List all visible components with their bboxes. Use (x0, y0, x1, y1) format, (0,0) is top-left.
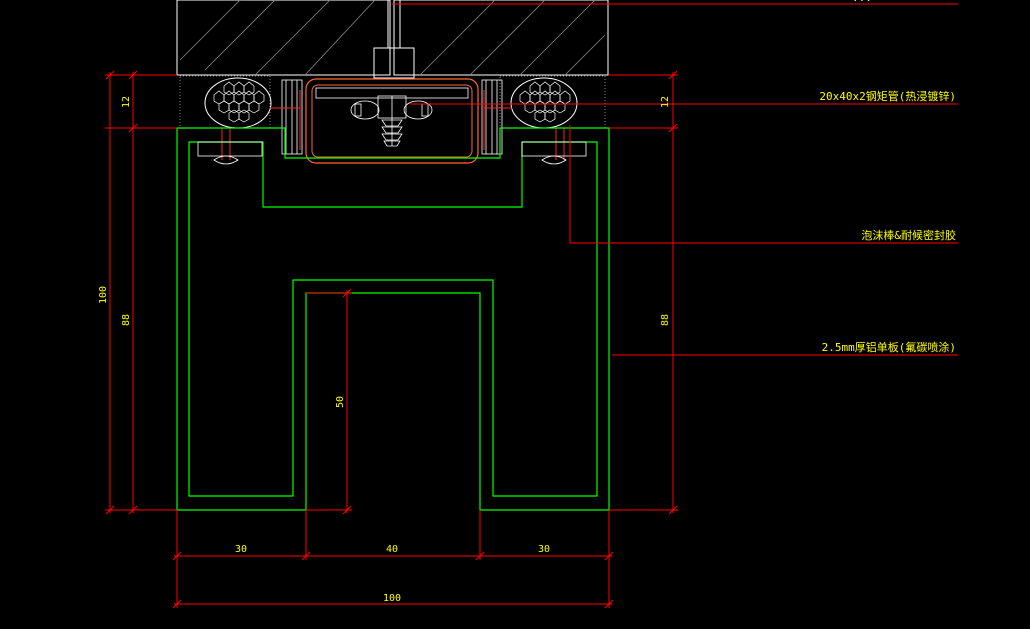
center-fin (373, 47, 415, 79)
leader-lines (392, 3, 958, 356)
annotation-alu-plate: 2.5mm厚铝单板(氟碳喷涂) (822, 340, 956, 354)
dim-bottom-left: 30 (235, 544, 247, 555)
dim-left-profile: 88 (121, 314, 132, 326)
dim-bottom-mid: 40 (386, 544, 398, 555)
glass-hatch (179, 0, 606, 76)
foam-rod-right (499, 75, 606, 129)
annotation-steel-tube: 20x40x2钢矩管(热浸镀锌) (819, 89, 956, 103)
red-accents (221, 90, 565, 160)
bolt-assembly (350, 95, 433, 147)
dim-left-total: 100 (98, 286, 109, 304)
dim-bottom-right: 30 (538, 544, 550, 555)
annotation-foam-sealant: 泡沫棒&耐候密封胶 (861, 228, 956, 242)
annotation-top-cut: ... (852, 0, 872, 4)
dim-right-gap: 12 (660, 96, 671, 108)
screws (213, 155, 567, 165)
foam-rod-left (179, 75, 272, 129)
profile-flange (197, 141, 587, 157)
dimension-lines (105, 70, 678, 609)
side-brackets (281, 79, 503, 155)
dim-left-gap: 12 (121, 96, 132, 108)
profile-outer (176, 127, 610, 511)
dim-slot-depth: 50 (335, 396, 346, 408)
dim-right-profile: 88 (660, 314, 671, 326)
right-glass-panel (393, 0, 609, 76)
profile-inner (188, 141, 598, 497)
aluminium-profile (176, 127, 610, 511)
steel-tube (305, 78, 479, 164)
left-glass-panel (176, 0, 391, 76)
glass-panels (176, 0, 609, 79)
dim-bottom-total: 100 (383, 593, 401, 604)
